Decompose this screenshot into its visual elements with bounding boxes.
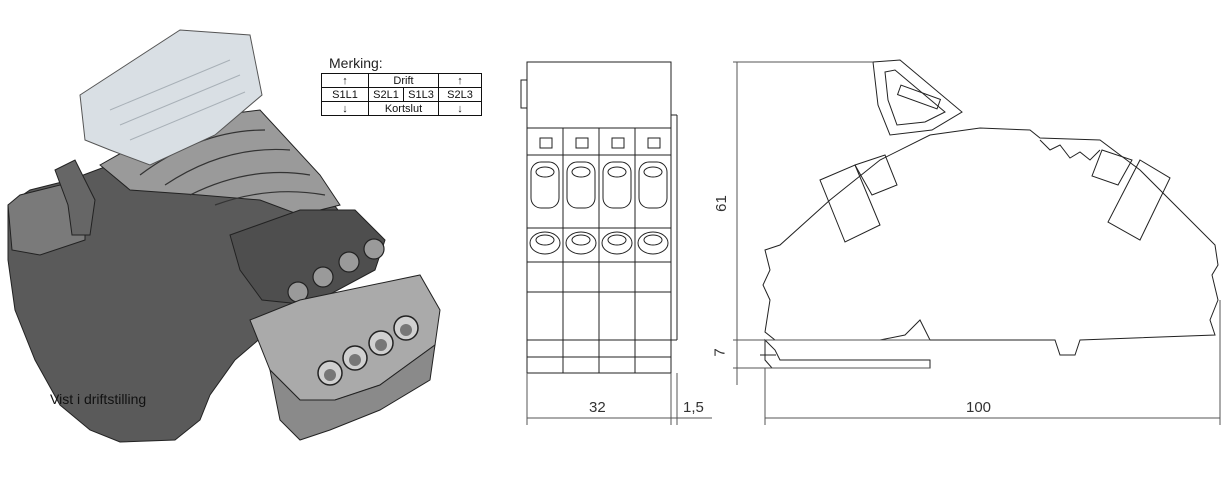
- marking-title: Merking:: [329, 55, 383, 71]
- dimension-rail-height: 7: [711, 348, 729, 357]
- marking-cell: ↓: [438, 101, 482, 116]
- marking-cell: Drift: [368, 73, 439, 88]
- handle: [54, 159, 96, 236]
- transparent-cover: [79, 29, 263, 166]
- caption: Vist i driftstilling: [50, 391, 147, 407]
- marking-cell: S1L3: [403, 87, 439, 102]
- side-dimensions: [733, 61, 1221, 425]
- side-view: [760, 59, 1219, 369]
- contact-row: [229, 209, 386, 306]
- dimension-height-side: 61: [712, 195, 730, 212]
- dimension-width-front: 32: [589, 399, 606, 416]
- lower-base: [269, 343, 436, 441]
- marking-cell: Kortslut: [368, 101, 439, 116]
- marking-table: ↑ Drift ↑ S1L1 S2L1 S1L3 S2L3 ↓ Kortslut…: [321, 73, 482, 116]
- marking-cell: ↓: [321, 101, 369, 116]
- dimension-length-side: 100: [966, 399, 992, 416]
- front-view: [520, 61, 678, 374]
- isometric-view: [7, 29, 441, 443]
- dimension-offset-front: 1,5: [683, 399, 704, 416]
- front-dimensions: [526, 373, 712, 425]
- marking-legend: Merking: ↑ Drift ↑ S1L1 S2L1 S1L3 S2L3 ↓…: [321, 55, 482, 116]
